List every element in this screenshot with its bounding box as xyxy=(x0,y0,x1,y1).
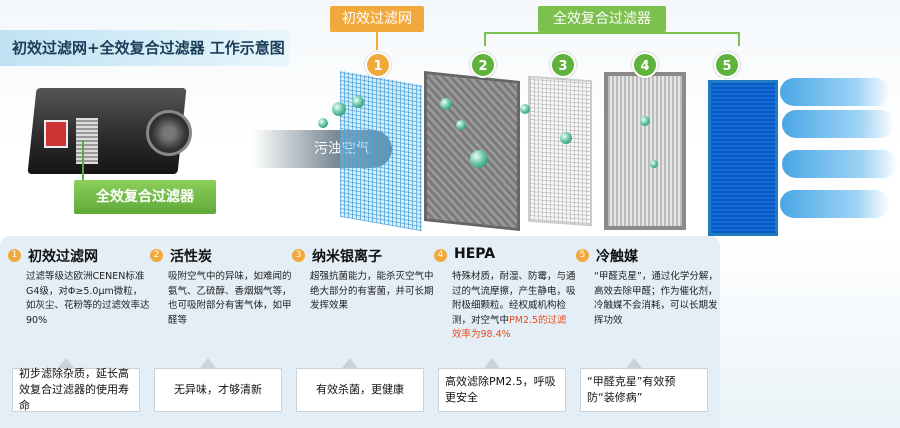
stage-number-2: 2 xyxy=(470,52,496,78)
particle xyxy=(456,120,466,130)
feature-heading: 初效过滤网 xyxy=(28,249,98,265)
particle xyxy=(650,160,658,168)
device-panel-tag xyxy=(44,120,68,148)
feature-description-text: 特殊材质，耐湿、防霉，与通过的气流摩擦，产生静电，吸附极细颗粒。经权威机构检测，… xyxy=(452,271,576,326)
primary-filter-mesh xyxy=(340,70,422,232)
particle xyxy=(640,116,650,126)
clean-air-arrow xyxy=(782,150,898,178)
device-callout: 全效复合过滤器 xyxy=(74,180,216,214)
feature-heading: HEPA xyxy=(454,246,496,262)
feature-number: 2 xyxy=(150,249,163,262)
feature-number: 4 xyxy=(434,249,447,262)
particle xyxy=(560,132,572,144)
page-title: 初效过滤网+全效复合过滤器 工作示意图 xyxy=(0,30,290,66)
hepa-layer xyxy=(604,72,686,230)
clean-air-arrow xyxy=(780,190,890,218)
feature-description: 特殊材质，耐湿、防霉，与通过的气流摩擦，产生静电，吸附极细颗粒。经权威机构检测，… xyxy=(452,270,576,343)
stage-number-1: 1 xyxy=(365,52,391,78)
feature-heading: 纳米银离子 xyxy=(312,249,382,265)
feature-heading: 活性炭 xyxy=(170,249,212,265)
benefit-box-2: 无异味，才够清新 xyxy=(154,368,282,412)
particle xyxy=(520,104,530,114)
feature-number: 1 xyxy=(8,249,21,262)
primary-filter-label: 初效过滤网 xyxy=(330,6,424,32)
feature-description: 吸附空气中的异味，如难闻的氨气、乙硫醇、香烟烟气等，也可吸附部分有害气体，如甲醛… xyxy=(168,271,292,326)
feature-number: 5 xyxy=(576,249,589,262)
cold-catalyst-layer xyxy=(708,80,778,236)
clean-air-arrow xyxy=(780,78,890,106)
feature-number: 3 xyxy=(292,249,305,262)
stage-number-5: 5 xyxy=(714,52,740,78)
benefit-box-3: 有效杀菌，更健康 xyxy=(296,368,424,412)
box-pointer xyxy=(58,358,74,368)
feature-description: 过滤等级达欧洲CENEN标准G4级，对Φ≥5.0μm微粒，如灰尘、花粉等的过滤效… xyxy=(26,271,150,326)
stage-number-4: 4 xyxy=(632,52,658,78)
feature-description: “甲醛克星”，通过化学分解，高效去除甲醛；作为催化剂，冷触媒不会消耗，可以长期发… xyxy=(594,271,718,326)
feature-heading: 冷触媒 xyxy=(596,249,638,265)
activated-carbon-layer xyxy=(424,70,520,232)
benefit-box-4: 高效滤除PM2.5，呼吸更安全 xyxy=(438,368,566,412)
benefit-box-1: 初步滤除杂质，延长高效复合过滤器的使用寿命 xyxy=(12,367,140,412)
particle xyxy=(352,96,364,108)
composite-filter-label: 全效复合过滤器 xyxy=(538,6,666,32)
nano-silver-layer xyxy=(528,75,592,227)
box-pointer xyxy=(626,358,642,368)
particle xyxy=(332,102,346,116)
box-pointer xyxy=(342,358,358,368)
particle xyxy=(470,150,488,168)
device-filter-insert xyxy=(76,118,98,164)
clean-air-arrow xyxy=(782,110,894,138)
stage-number-3: 3 xyxy=(550,52,576,78)
callout-line xyxy=(82,140,84,182)
box-pointer xyxy=(200,358,216,368)
primary-bracket xyxy=(376,32,378,50)
feature-description-highlight: PM2.5的过滤效率为98.4% xyxy=(452,314,567,341)
particle xyxy=(440,98,452,110)
particle xyxy=(318,118,328,128)
benefit-box-5: “甲醛克星”有效预防“装修病” xyxy=(580,368,708,412)
ventilation-device xyxy=(14,74,194,196)
box-pointer xyxy=(484,358,500,368)
device-duct xyxy=(146,110,192,156)
feature-description: 超强抗菌能力，能杀灭空气中绝大部分的有害菌，并可长期发挥效果 xyxy=(310,271,434,312)
composite-bracket xyxy=(484,32,740,46)
